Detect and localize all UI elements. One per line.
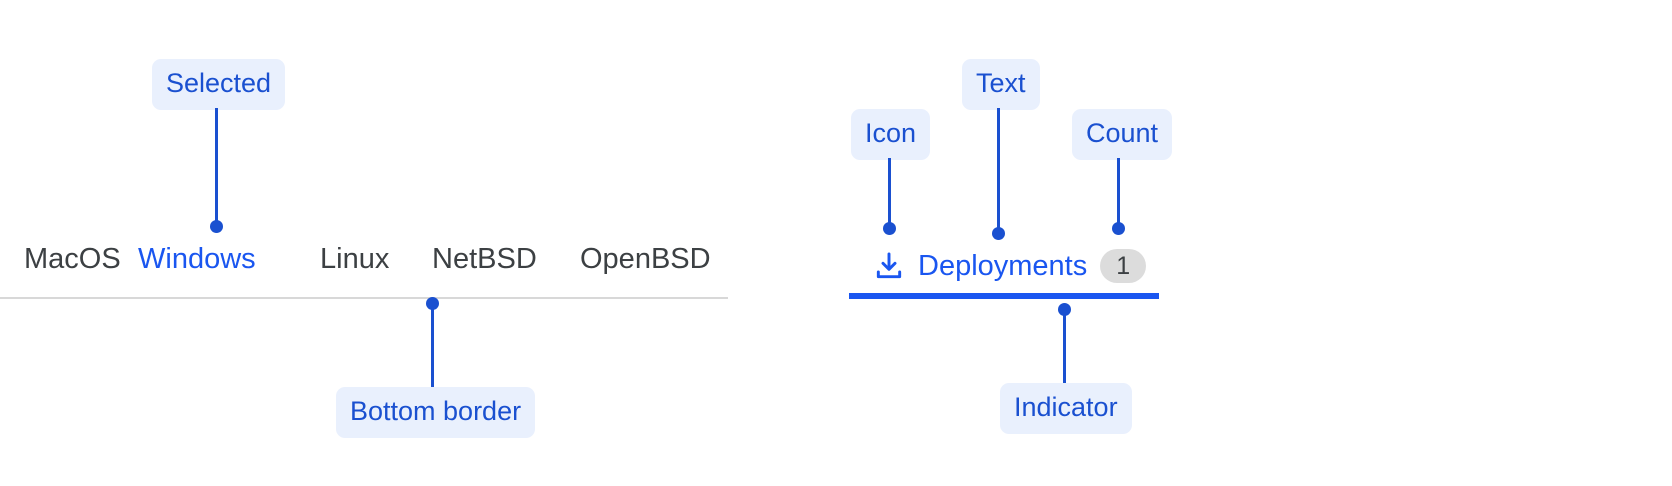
annotation-icon-label: Icon xyxy=(851,109,931,160)
tab-openbsd[interactable]: OpenBSD xyxy=(580,243,711,299)
tab-macos-label: MacOS xyxy=(24,243,121,275)
tab-windows-label: Windows xyxy=(138,243,256,275)
annotation-text-dot xyxy=(992,227,1005,240)
tab-netbsd[interactable]: NetBSD xyxy=(432,243,537,299)
annotation-count-label: Count xyxy=(1072,109,1173,160)
annotation-bottom-border-leader xyxy=(431,303,434,387)
tab-linux[interactable]: Linux xyxy=(320,243,390,299)
tab-openbsd-label: OpenBSD xyxy=(580,243,711,275)
tab-deployments-indicator xyxy=(849,293,1159,299)
annotation-indicator-leader xyxy=(1063,309,1066,383)
annotation-count-leader xyxy=(1117,158,1120,228)
annotation-text-leader xyxy=(997,108,1000,232)
tab-deployments-count-badge: 1 xyxy=(1100,249,1147,283)
annotation-icon-dot xyxy=(883,222,896,235)
annotation-selected-leader xyxy=(215,108,218,226)
tab-deployments-label: Deployments xyxy=(918,249,1088,282)
tab-windows[interactable]: Windows xyxy=(138,243,298,299)
annotation-selected-dot xyxy=(210,220,223,233)
tab-netbsd-label: NetBSD xyxy=(432,243,537,275)
tab-deployments[interactable]: Deployments 1 xyxy=(849,243,1159,299)
annotation-count-dot xyxy=(1112,222,1125,235)
annotation-icon-leader xyxy=(888,158,891,228)
tab-linux-label: Linux xyxy=(320,243,390,275)
annotation-indicator-label: Indicator xyxy=(1000,383,1132,434)
download-icon xyxy=(873,250,905,282)
annotation-text-label: Text xyxy=(962,59,1040,110)
tab-strip-os: MacOS Windows Linux NetBSD OpenBSD xyxy=(0,243,728,299)
annotation-selected-label: Selected xyxy=(152,59,286,110)
tab-strip-bottom-border xyxy=(0,297,728,299)
tab-macos[interactable]: MacOS xyxy=(24,243,121,299)
annotation-bottom-border-label: Bottom border xyxy=(336,387,536,438)
